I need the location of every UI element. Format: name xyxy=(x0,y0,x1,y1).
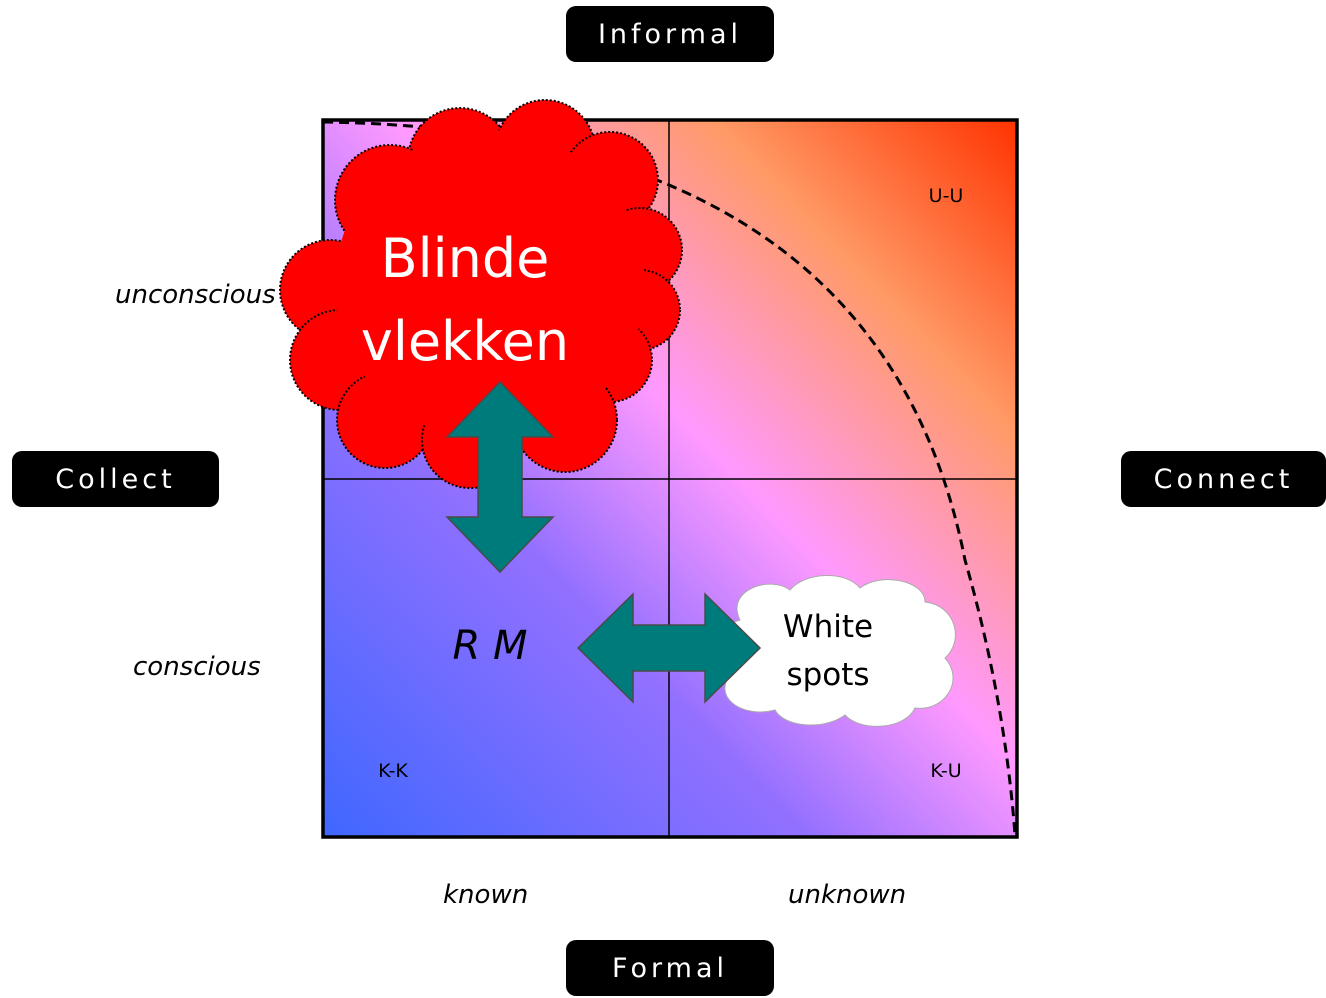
formal-badge: Formal xyxy=(566,940,774,996)
blind-spots-cloud xyxy=(279,99,683,489)
vertical-double-arrow xyxy=(445,380,555,574)
white-spots-label-line2: spots xyxy=(786,657,869,693)
row-label-unconscious: unconscious xyxy=(115,280,276,310)
quadrant-label-kk: K-K xyxy=(378,760,408,782)
column-label-unknown: unknown xyxy=(788,880,907,910)
blind-spots-label-line1: Blinde xyxy=(381,227,550,290)
collect-badge: Collect xyxy=(12,451,219,507)
blind-spots-label-line2: vlekken xyxy=(361,310,569,373)
matrix-frame xyxy=(321,118,1019,839)
quadrant-label-ku: K-U xyxy=(930,760,961,782)
connect-badge: Connect xyxy=(1121,451,1326,507)
row-label-conscious: conscious xyxy=(133,652,261,682)
informal-badge: Informal xyxy=(566,6,774,62)
quadrant-label-uu: U-U xyxy=(929,185,964,207)
white-spots-cloud: White spots xyxy=(709,575,956,727)
rm-label: R M xyxy=(452,623,527,669)
column-label-known: known xyxy=(443,880,529,910)
horizontal-double-arrow xyxy=(576,592,762,704)
white-spots-label-line1: White xyxy=(783,609,873,645)
